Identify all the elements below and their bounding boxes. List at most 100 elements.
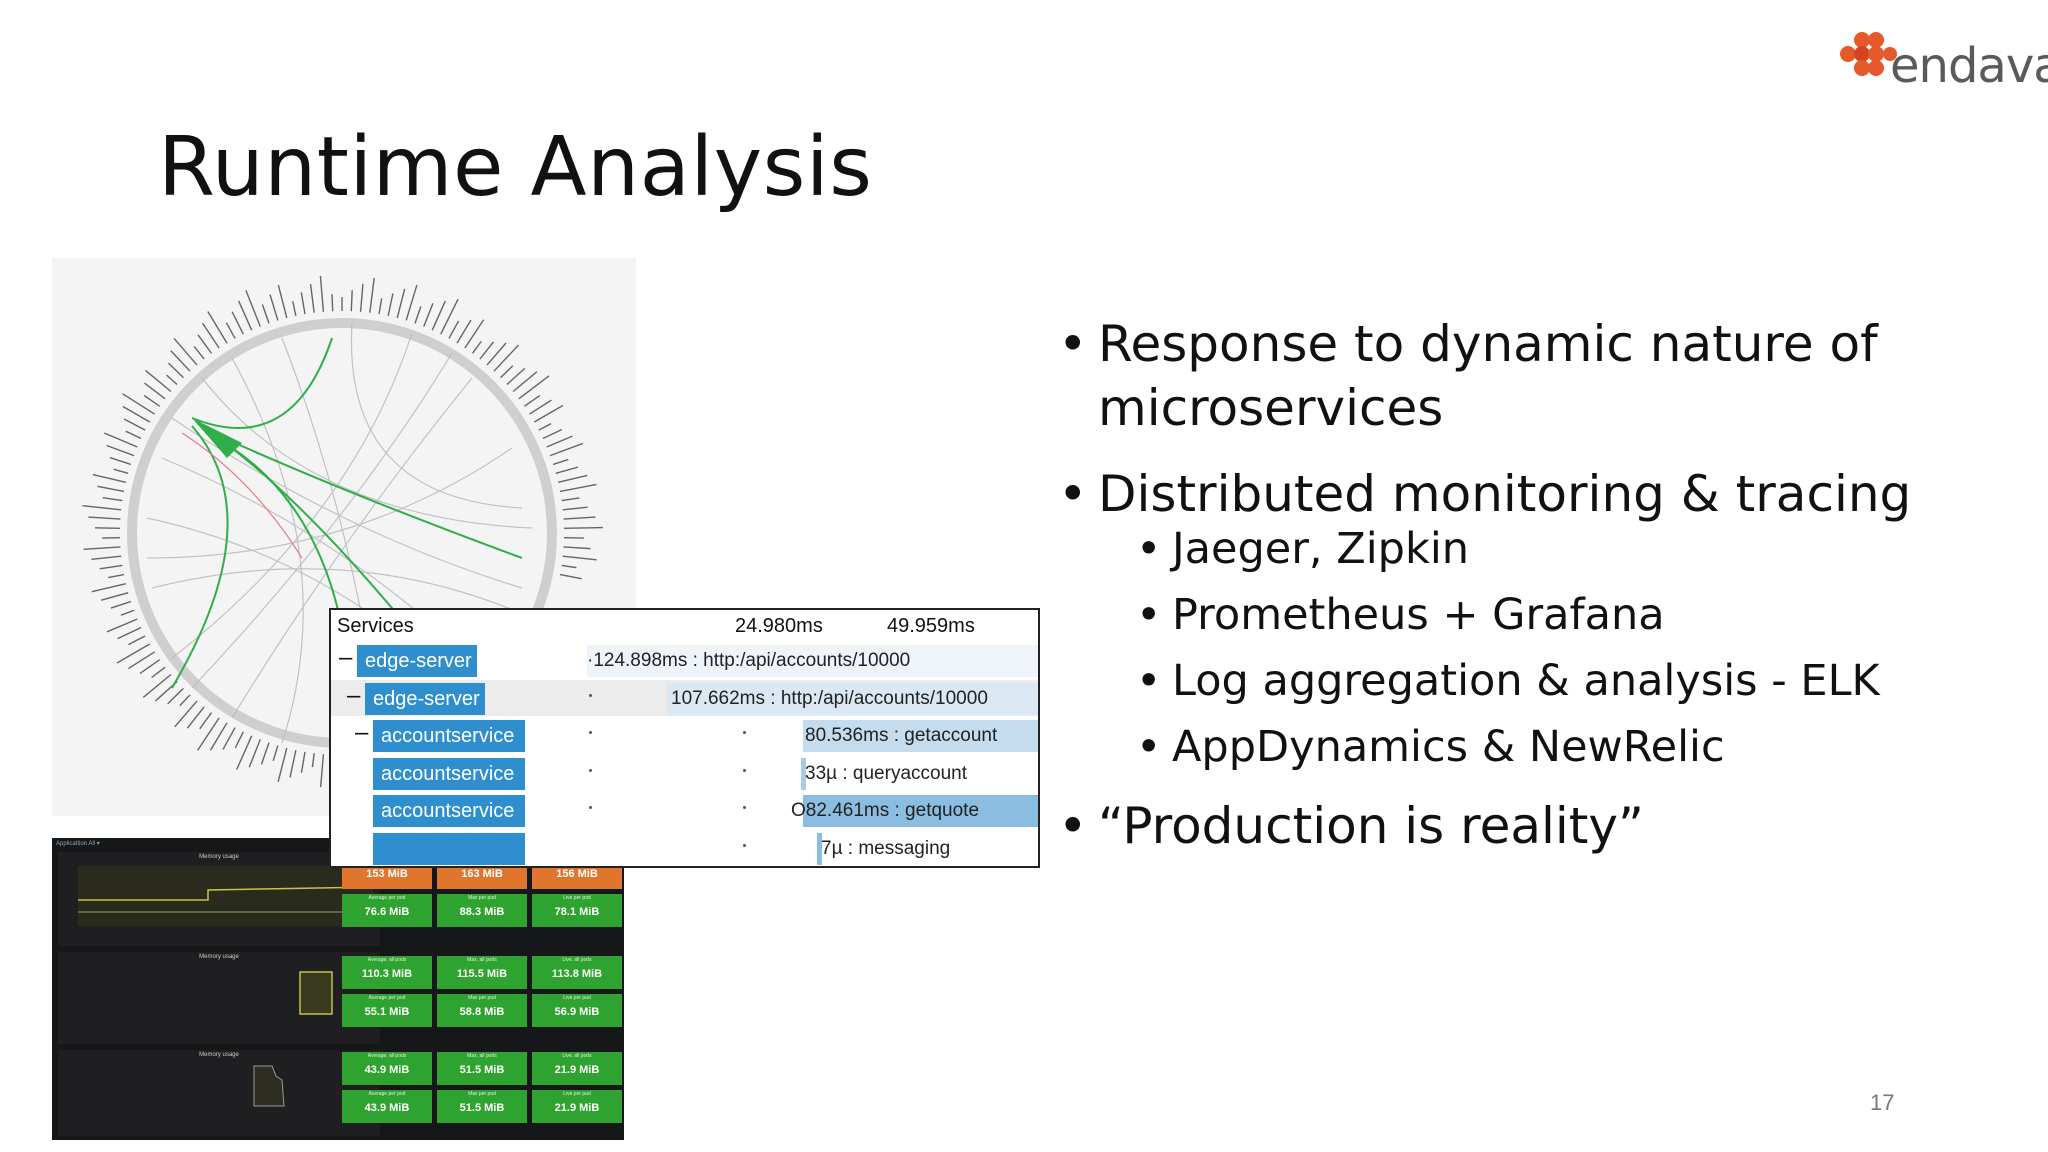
trace-row[interactable]: accountservice 33µ : queryaccount xyxy=(331,755,1038,791)
chord-tick-mark xyxy=(193,346,205,360)
trace-row[interactable]: – edge-server 107.662ms : http:/api/acco… xyxy=(331,680,1038,716)
collapse-toggle[interactable]: – xyxy=(347,682,361,709)
stat-tile-label: Live per pod xyxy=(563,1091,591,1097)
stat-tile-label: Live per pod xyxy=(563,995,591,1001)
sub-bullet-item: Jaeger, Zipkin xyxy=(1136,516,1998,582)
chord-tick-mark xyxy=(207,311,228,344)
timeline-dot xyxy=(743,844,746,847)
stat-tile-value: 115.5 MiB xyxy=(456,968,508,980)
chord-tick-mark xyxy=(167,687,184,705)
service-label: edge-server xyxy=(357,645,477,677)
trace-row[interactable]: 7µ : messaging xyxy=(331,830,1038,866)
span-label: 33µ : queryaccount xyxy=(805,763,967,784)
sub-bullet-item: AppDynamics & NewRelic xyxy=(1136,714,1998,780)
chord-tick-mark xyxy=(125,430,142,440)
trace-row[interactable]: – accountservice 80.536ms : getaccount xyxy=(331,717,1038,753)
chord-tick-mark xyxy=(139,659,161,674)
chord-tick-mark xyxy=(143,394,161,407)
chord-tick-mark xyxy=(174,700,198,728)
chord-tick-mark xyxy=(292,301,297,316)
graph-title: Memory usage xyxy=(199,854,239,860)
chord-tick-mark xyxy=(113,468,129,474)
stat-tile: Max, all pods 115.5 MiB xyxy=(437,956,527,989)
collapse-toggle[interactable]: – xyxy=(355,719,369,746)
logo-text: endava xyxy=(1890,38,2048,94)
chord-tick-mark xyxy=(300,751,306,773)
logo-mark-icon xyxy=(1840,32,1897,76)
memory-graph-3: Memory usage xyxy=(58,1050,380,1136)
chord-tick-mark xyxy=(546,435,573,448)
timeline-dot xyxy=(589,806,592,809)
chord-tick-mark xyxy=(289,750,297,778)
chord-tick-mark xyxy=(222,727,236,750)
trace-row[interactable]: – edge-server ·124.898ms : http:/api/acc… xyxy=(331,642,1038,678)
chord-tick-mark xyxy=(319,275,325,312)
chord-tick-mark xyxy=(471,340,482,354)
stat-tile-label: Max, all pods xyxy=(467,957,497,963)
chord-tick-mark xyxy=(387,293,394,316)
stat-tile-label: Average per pod xyxy=(368,1091,406,1097)
stat-tile-label: Live per pod xyxy=(563,895,591,901)
span-bar xyxy=(801,758,806,790)
span-label: O82.461ms : getquote xyxy=(791,800,980,821)
stat-tile-value: 156 MiB xyxy=(556,868,598,880)
chord-tick-mark xyxy=(529,399,552,415)
chord-tick-mark xyxy=(128,635,146,646)
chord-tick-mark xyxy=(231,311,244,335)
chord-tick-mark xyxy=(109,456,132,466)
chord-tick-mark xyxy=(106,444,135,457)
chord-tick-mark xyxy=(396,288,406,319)
chord-tick-mark xyxy=(559,483,597,493)
chord-tick-mark xyxy=(538,423,552,431)
chord-tick-mark xyxy=(309,283,315,313)
chord-tick-mark xyxy=(122,393,155,415)
chord-tick-mark xyxy=(167,362,184,379)
sub-bullet-list: Jaeger, Zipkin Prometheus + Grafana Log … xyxy=(1058,516,1998,780)
span-label: 107.662ms : http:/api/accounts/10000 xyxy=(671,688,988,709)
chord-tick-mark xyxy=(199,712,213,730)
chord-tick-mark xyxy=(557,474,588,483)
chord-tick-mark xyxy=(479,341,495,360)
trace-row[interactable]: accountservice O82.461ms : getquote xyxy=(331,792,1038,828)
bullet-item: Response to dynamic nature of microservi… xyxy=(1058,312,1998,440)
stat-tile-value: 51.5 MiB xyxy=(459,1064,505,1076)
chord-tick-mark xyxy=(102,496,123,502)
chord-tick-mark xyxy=(414,306,422,324)
chord-tick-mark xyxy=(561,564,577,569)
sub-bullet-item: Log aggregation & analysis - ELK xyxy=(1136,648,1998,714)
stat-tile-label: Average, all pods xyxy=(367,957,407,963)
span-bar xyxy=(803,795,1038,827)
collapse-toggle[interactable]: – xyxy=(339,644,353,671)
chord-tick-mark xyxy=(101,592,129,601)
chord-tick-mark xyxy=(99,564,123,570)
chord-tick-mark xyxy=(456,319,472,344)
timeline-dot xyxy=(589,731,592,734)
chord-tick-mark xyxy=(236,735,253,770)
stat-tile-value: 113.8 MiB xyxy=(551,968,603,980)
stat-tile-label: Average per pod xyxy=(368,995,406,1001)
chord-tick-mark xyxy=(245,290,261,327)
stat-tile-value: 58.8 MiB xyxy=(459,1006,505,1018)
timeline-dot xyxy=(589,769,592,772)
chord-tick-mark xyxy=(88,516,121,520)
stat-tile-label: Max per pod xyxy=(468,1091,496,1097)
chord-tick-mark xyxy=(120,609,135,616)
service-label: accountservice xyxy=(373,720,525,752)
chord-tick-mark xyxy=(493,344,520,372)
trace-timeline: Services 24.980ms 49.959ms – edge-server… xyxy=(329,608,1040,868)
span-bar xyxy=(803,720,1038,752)
grafana-variable-selector[interactable]: Applicattion All ▾ xyxy=(56,841,100,847)
chord-tick-mark xyxy=(128,651,155,670)
service-label xyxy=(373,833,525,865)
sub-bullet-item: Prometheus + Grafana xyxy=(1136,582,1998,648)
chord-tick-mark xyxy=(563,516,596,520)
